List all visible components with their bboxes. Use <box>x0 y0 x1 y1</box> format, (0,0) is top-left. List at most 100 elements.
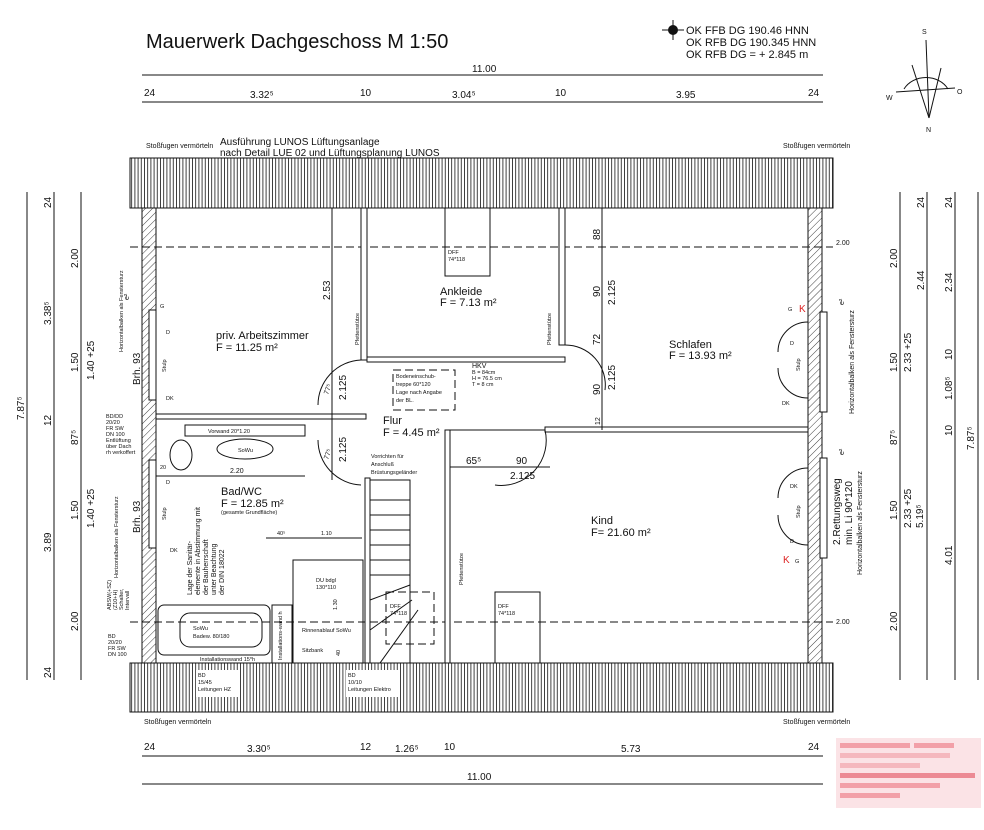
label-installationswand-v: Installations-wand h <box>278 611 284 660</box>
note-line: Bodeneinschub- <box>396 374 436 380</box>
room-name-flur: Flur <box>383 415 402 427</box>
dim-seg: 24 <box>808 742 820 753</box>
note-line: 15/45 <box>198 680 212 686</box>
label-line: SoWu <box>193 626 208 632</box>
dim: 1.50 <box>70 352 81 372</box>
dim: 10 <box>944 348 955 360</box>
label-rinnenablauf: Rinnenablauf SoWu <box>302 628 351 634</box>
wall-stair-left <box>364 477 371 664</box>
dim: 20 <box>160 465 166 471</box>
dim: 12 <box>595 417 602 425</box>
label-stulp: Stulp <box>162 359 168 372</box>
note-line: FR SW <box>108 646 127 652</box>
dim-total: 11.00 <box>472 64 497 75</box>
note-line: T = 8 cm <box>472 382 494 388</box>
dim: 1.40 +25 <box>86 340 97 380</box>
bathroom-fixtures: Vorwand 20*1.20 SoWu 2.20 20 40⁵ 1.10 So… <box>156 424 364 664</box>
dim-seg: 12 <box>360 742 372 753</box>
label-rettungsweg: 2.Rettungsweg <box>832 478 843 545</box>
note-line: BD <box>348 673 356 679</box>
dff-label: DFF <box>448 250 459 256</box>
note-line: Leitungen HZ <box>198 687 232 693</box>
dim: 2.00 <box>889 248 900 268</box>
dim-seg: 24 <box>808 88 820 99</box>
label-stulp: Stulp <box>796 505 802 518</box>
compass-w: W <box>886 95 893 102</box>
dim-seg: 3.04⁵ <box>452 90 476 101</box>
note-line: Lage der Sanitär- <box>187 540 194 595</box>
dim: 4.01 <box>944 545 955 565</box>
dff-size: 74*118 <box>498 611 515 617</box>
dim: 1.40 +25 <box>86 488 97 528</box>
note-line: Intervall <box>125 591 131 610</box>
compass-n: N <box>926 127 931 134</box>
note-line: H = 76.5 cm <box>472 376 502 382</box>
note-line: der DIN 18022 <box>219 549 226 595</box>
label-stulp: Stulp <box>162 507 168 520</box>
dim: 90 <box>592 383 603 395</box>
wall-ankleide-schlafen <box>558 207 566 346</box>
dim: 12 <box>43 414 54 426</box>
wall-stair-right <box>444 429 451 664</box>
room-name-arbeitszimmer: priv. Arbeitszimmer <box>216 330 309 342</box>
dim: 1.50 <box>889 352 900 372</box>
compass-o: O <box>957 89 963 96</box>
label-g: G <box>788 307 792 313</box>
dim-seg: 3.95 <box>676 90 696 101</box>
drawing-title: Mauerwerk Dachgeschoss M 1:50 <box>146 31 448 53</box>
note-line: Schalter, <box>119 588 125 610</box>
note-line: der BL. <box>396 398 414 404</box>
dim: 2.125 <box>607 365 618 390</box>
right-dimension-chains: 2.00 1.50 87⁵ 1.50 2.00 2.33 +25 2.33 +2… <box>889 192 979 680</box>
note-line: Brüstungsgeländer <box>371 470 417 476</box>
label-d: D <box>166 480 170 486</box>
note-line: (Z10+H) <box>113 590 119 610</box>
dim-seg: 10 <box>360 88 372 99</box>
door-arc <box>564 344 606 391</box>
bottom-dimension-chain: 24 3.30⁵ 12 1.26⁵ 10 5.73 24 11.00 <box>142 742 823 785</box>
label-e2: e² <box>124 293 131 300</box>
level-marker: OK FFB DG 190.46 HNN OK RFB DG 190.345 H… <box>662 20 816 61</box>
level-rfb: OK RFB DG 190.345 HNN <box>686 37 816 49</box>
dim: 2.20 <box>230 468 244 475</box>
note-line: 20/20 <box>108 640 122 646</box>
wall-right <box>807 207 823 664</box>
label-k: K <box>783 555 790 566</box>
dim: 2.00 <box>70 248 81 268</box>
dim-seg: 24 <box>144 88 156 99</box>
label-brh-lower: Brh. 93 <box>132 500 143 533</box>
wall-ankleide-flur <box>366 356 566 363</box>
room-name-bad: Bad/WC <box>221 486 262 498</box>
roof-band-bottom <box>129 662 834 713</box>
label-installationswand: Installationswand 15*h <box>200 657 255 663</box>
dim: 5.19⁵ <box>915 504 926 528</box>
label-pfettenstuetze: Pfettenstütze <box>547 313 553 345</box>
dim: 77⁵ <box>323 383 333 396</box>
label-horizontal-beam: Horizontalbalken als Fenstersturz <box>857 471 864 575</box>
dim: 40 <box>336 650 342 656</box>
hkv-label: HKV <box>472 363 487 370</box>
note-line: Leitungen Elektro <box>348 687 391 693</box>
dim: 7.87⁵ <box>16 396 27 420</box>
dim: 2.33 +25 <box>903 488 914 528</box>
note-bd-bottom-left: BD 20/20 FR SW DN 100 <box>108 634 127 658</box>
dim: 2.125 <box>338 375 349 400</box>
label-stulp: Stulp <box>796 358 802 371</box>
toilet-icon <box>169 439 193 471</box>
dim: 2.00 <box>889 611 900 631</box>
wall-bad-top <box>155 413 367 420</box>
redacted-stamp <box>836 738 981 808</box>
note-line: B = 84cm <box>472 370 496 376</box>
dim-seg: 3.32⁵ <box>250 90 274 101</box>
dim: 24 <box>944 196 955 208</box>
room-sub-bad: (gesamte Grundfläche) <box>221 510 277 516</box>
dim: 90 <box>592 285 603 297</box>
label-200-top: 2.00 <box>836 240 850 247</box>
dim: 87⁵ <box>70 430 81 445</box>
label-k: K <box>799 304 806 315</box>
room-area-schlafen: F = 13.93 m² <box>669 350 732 362</box>
dim: 2.125 <box>607 280 618 305</box>
dff-label: DFF <box>498 604 509 610</box>
dim-seg: 10 <box>444 742 456 753</box>
room-area-arbeitszimmer: F = 11.25 m² <box>216 342 278 354</box>
